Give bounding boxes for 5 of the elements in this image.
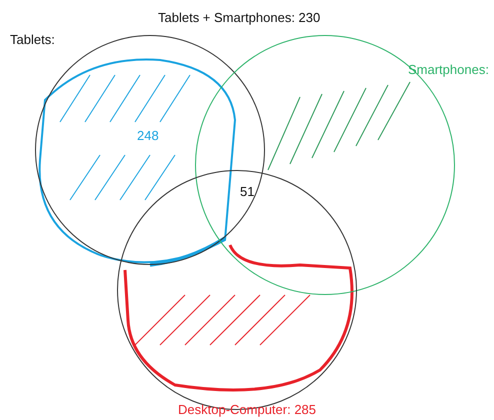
count-label: 51 <box>240 184 254 199</box>
set-label: Desktop-Computer: 285 <box>178 402 316 417</box>
title: Tablets + Smartphones: 230 <box>158 10 320 25</box>
set-label: Tablets: <box>10 32 55 47</box>
count-label: 248 <box>137 128 159 143</box>
